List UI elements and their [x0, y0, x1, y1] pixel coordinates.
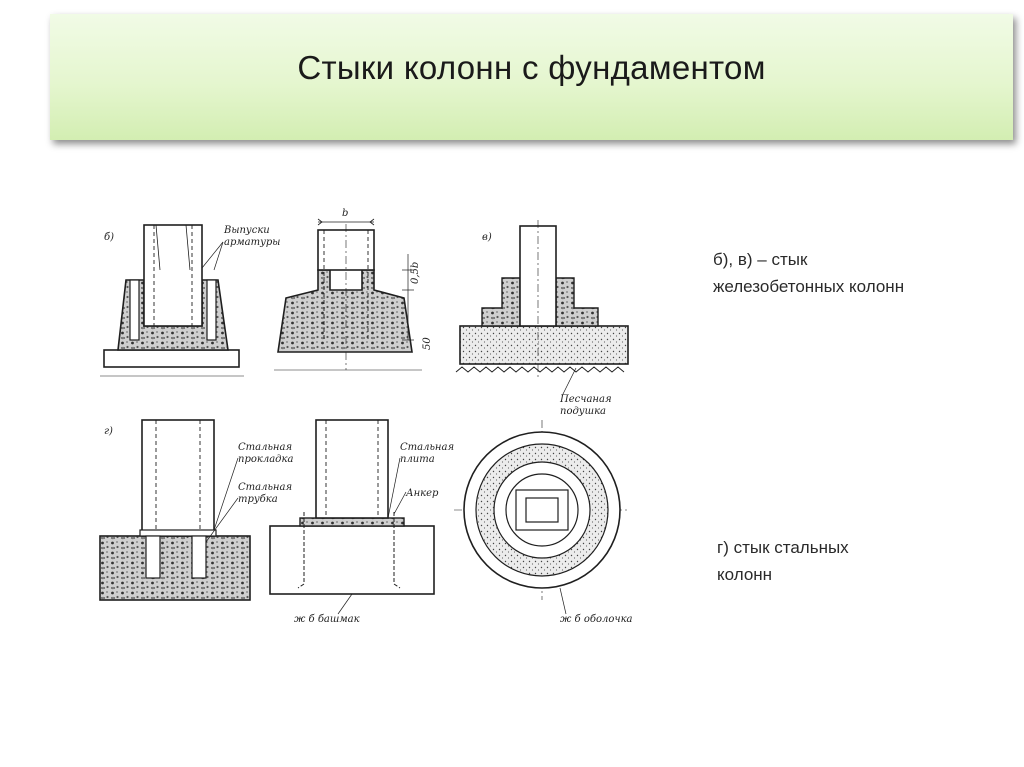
label-prokl-2: прокладка: [238, 454, 293, 465]
label-bashmak: ж б башмак: [294, 614, 360, 625]
figure-g-plan: ж б оболочка: [454, 420, 633, 625]
figure-b-middle: b 0,5b 50: [274, 208, 433, 371]
caption-steel-line2: колонн: [717, 565, 773, 584]
label-trubka-2: трубка: [238, 494, 278, 505]
figure-b-left: б) Выпуски арматуры: [100, 224, 280, 377]
dim-b: b: [342, 208, 348, 219]
label-anker: Анкер: [405, 488, 439, 499]
title-box: Стыки колонн с фундаментом: [50, 14, 1013, 140]
caption-reinforced-concrete: б), в) – стык железобетонных колонн: [713, 246, 1003, 300]
caption-rc-line2: железобетонных колонн: [713, 277, 905, 296]
figure-v: в) Песчаная подушка: [455, 220, 629, 417]
column-b-left: [143, 224, 203, 327]
foundation-g-middle: [269, 525, 435, 595]
label-plita-2: плита: [400, 454, 435, 465]
label-vypuski-1: Выпуски: [223, 225, 270, 236]
label-vypuski-2: арматуры: [224, 237, 280, 248]
slide-title: Стыки колонн с фундаментом: [297, 49, 766, 86]
label-b: б): [104, 232, 114, 243]
stepped-foundation: [277, 269, 413, 353]
label-plita-1: Стальная: [400, 442, 454, 453]
label-obolochka: ж б оболочка: [560, 614, 633, 625]
label-pesch-2: подушка: [560, 406, 606, 417]
label-trubka-1: Стальная: [238, 482, 292, 493]
caption-rc-line1: б), в) – стык: [713, 250, 808, 269]
base-slab: [103, 349, 240, 368]
dim-50: 50: [422, 337, 433, 350]
label-prokl-1: Стальная: [238, 442, 292, 453]
label-g: г): [104, 426, 113, 437]
steel-column-middle: [315, 419, 389, 519]
label-v: в): [482, 232, 492, 243]
figure-g-middle: Стальная плита Анкер ж б башмак: [269, 419, 454, 625]
caption-steel: г) стык стальных колонн: [717, 534, 967, 588]
steel-column-left: [141, 419, 215, 537]
technical-drawing: б) Выпуски арматуры b 0,5b: [90, 200, 650, 640]
caption-steel-line1: г) стык стальных: [717, 538, 849, 557]
drawing-svg: б) Выпуски арматуры b 0,5b: [99, 208, 633, 625]
steel-plate: [299, 517, 405, 527]
sand-cushion-slab: [459, 325, 629, 365]
figure-g-left: г) Стальная прокладка Стальная трубка: [99, 419, 293, 601]
foundation-g-left: [99, 535, 251, 601]
label-pesch-1: Песчаная: [559, 394, 612, 405]
dim-05b: 0,5b: [410, 262, 421, 284]
